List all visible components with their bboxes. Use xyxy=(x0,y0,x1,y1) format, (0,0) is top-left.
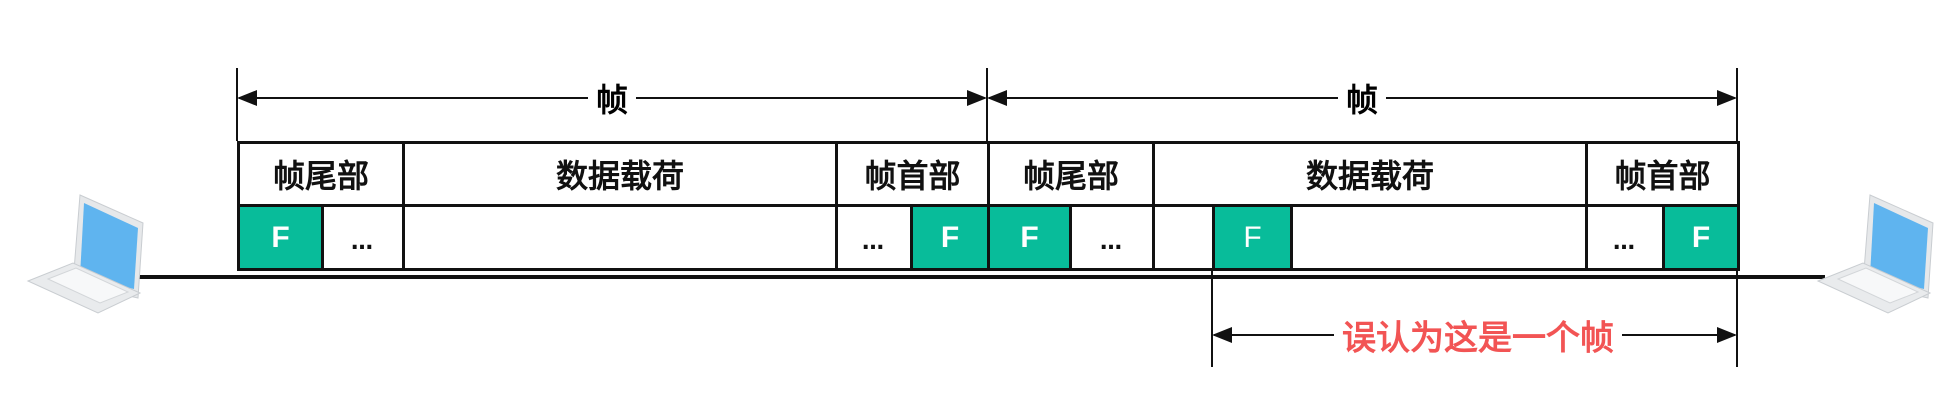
frame-label: 帧 xyxy=(587,75,637,121)
frame-tail-header: 帧尾部 xyxy=(237,141,405,207)
flag-byte: F xyxy=(1662,204,1740,271)
ellipsis: … xyxy=(1069,204,1155,271)
payload-flag-byte: F xyxy=(1212,204,1293,271)
flag-byte: F xyxy=(237,204,324,271)
payload-header: 数据载荷 xyxy=(402,141,838,207)
payload-header: 数据载荷 xyxy=(1152,141,1588,207)
ellipsis: … xyxy=(835,204,913,271)
frame-tail-header: 帧尾部 xyxy=(987,141,1155,207)
ellipsis: … xyxy=(1585,204,1665,271)
payload-cell xyxy=(402,204,838,271)
ellipsis: … xyxy=(321,204,405,271)
misread-frame-annotation: 误认为这是一个帧 xyxy=(1334,310,1622,360)
frame-head-header: 帧首部 xyxy=(835,141,990,207)
frame-head-header: 帧首部 xyxy=(1585,141,1740,207)
flag-byte: F xyxy=(910,204,990,271)
flag-byte: F xyxy=(987,204,1072,271)
frame-label: 帧 xyxy=(1337,75,1387,121)
laptop-icon xyxy=(26,194,144,314)
laptop-icon xyxy=(1816,194,1934,314)
